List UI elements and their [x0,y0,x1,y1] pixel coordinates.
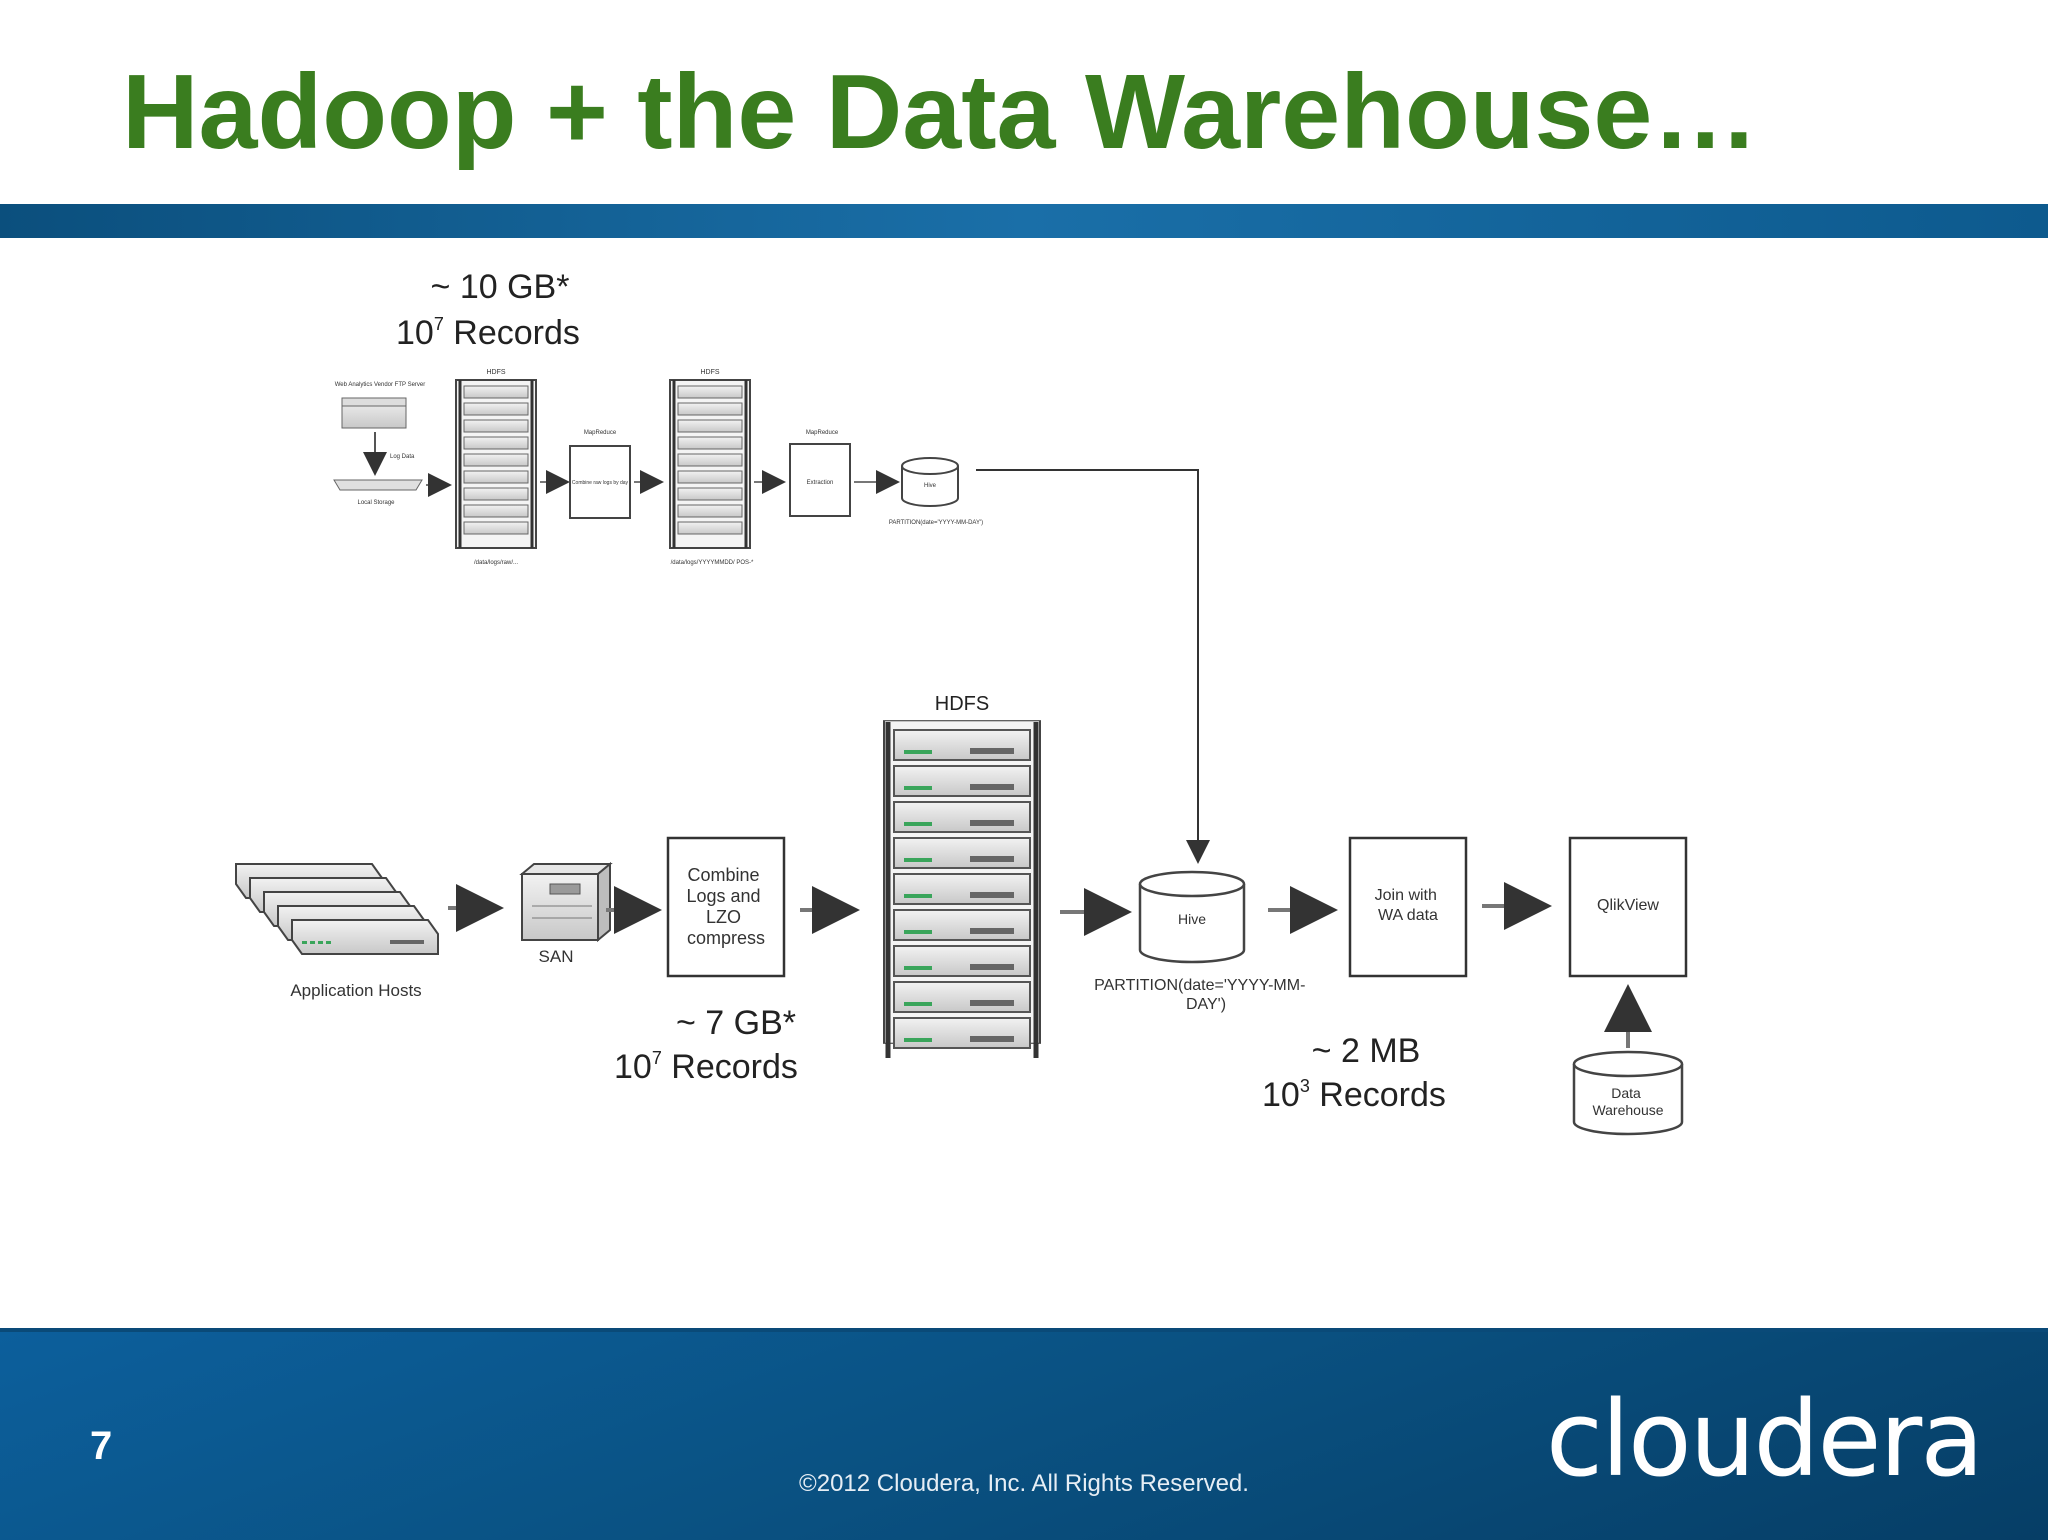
output-records-label: 103 Records [1262,1076,1446,1114]
cloudera-logo: cloudera [1545,1378,1984,1500]
hdfs1-path: /data/logs/raw/... [474,560,518,566]
bottom-records-label: 107 Records [614,1048,798,1086]
qlikview-box [1568,836,1688,978]
qlikview-label: QlikView [1597,897,1659,914]
application-hosts-label: Application Hosts [290,981,421,1000]
log-data-label: Log Data [390,454,415,460]
mapreduce2-label: MapReduce [806,430,839,436]
extraction-box [789,443,851,517]
copyright-notice: ©2012 Cloudera, Inc. All Rights Reserved… [799,1470,1249,1497]
combine-logs-box [666,836,786,978]
local-storage-icon [333,479,423,491]
hdfs-rack-main-frame [885,722,1039,1058]
data-warehouse-cylinder [1572,1050,1684,1136]
join-wa-data-box [1348,836,1468,978]
hdfs-main-label: HDFS [935,693,989,715]
top-size-label: ~ 10 GB* [431,268,570,306]
output-size-label: ~ 2 MB [1312,1032,1421,1070]
hdfs2-path: /data/logs/YYYYMMDD/ POS-* [671,560,754,566]
san-icon [519,861,613,943]
bottom-partition-label: PARTITION(date='YYYY-MM- DAY') [1094,977,1310,1013]
combine-logs-label: Combine Logs and LZO compress [686,865,765,948]
bottom-size-label: ~ 7 GB* [676,1004,796,1042]
hdfs-rack-top-2 [669,379,751,549]
hive-cylinder-top [901,457,959,507]
combine-raw-logs-box [569,445,631,519]
hive-top-label: Hive [924,483,937,489]
extraction-label: Extraction [807,480,834,486]
data-warehouse-label: Data Warehouse [1592,1085,1663,1118]
top-records-label: 107 Records [396,314,580,352]
hive-main-label: Hive [1178,911,1206,927]
local-storage-label: Local Storage [357,500,395,506]
data-flow-diagram: ~ 10 GB* 107 Records Web Analytics Vendo… [235,268,1688,1136]
ftp-server-label: Web Analytics Vendor FTP Server [335,382,426,388]
hdfs-rack-top-1 [455,379,537,549]
page-number: 7 [90,1424,113,1468]
slide-footer [0,1328,2048,1540]
hive-cylinder-main [1138,870,1246,964]
hdfs1-label: HDFS [486,369,505,376]
mapreduce1-label: MapReduce [584,430,617,436]
title-divider-band [0,204,2048,238]
application-hosts-icon [235,863,439,955]
san-label: SAN [539,947,574,966]
top-to-hive-connector [976,469,1210,864]
combine-raw-logs-label: Combine raw logs by day [572,480,629,486]
slide-title: Hadoop + the Data Warehouse… [122,53,1759,171]
join-wa-data-label: Join with WA data [1375,887,1442,924]
hdfs2-label: HDFS [700,369,719,376]
top-partition-label: PARTITION(date='YYYY-MM-DAY') [889,520,983,526]
ftp-server-icon [341,397,407,429]
